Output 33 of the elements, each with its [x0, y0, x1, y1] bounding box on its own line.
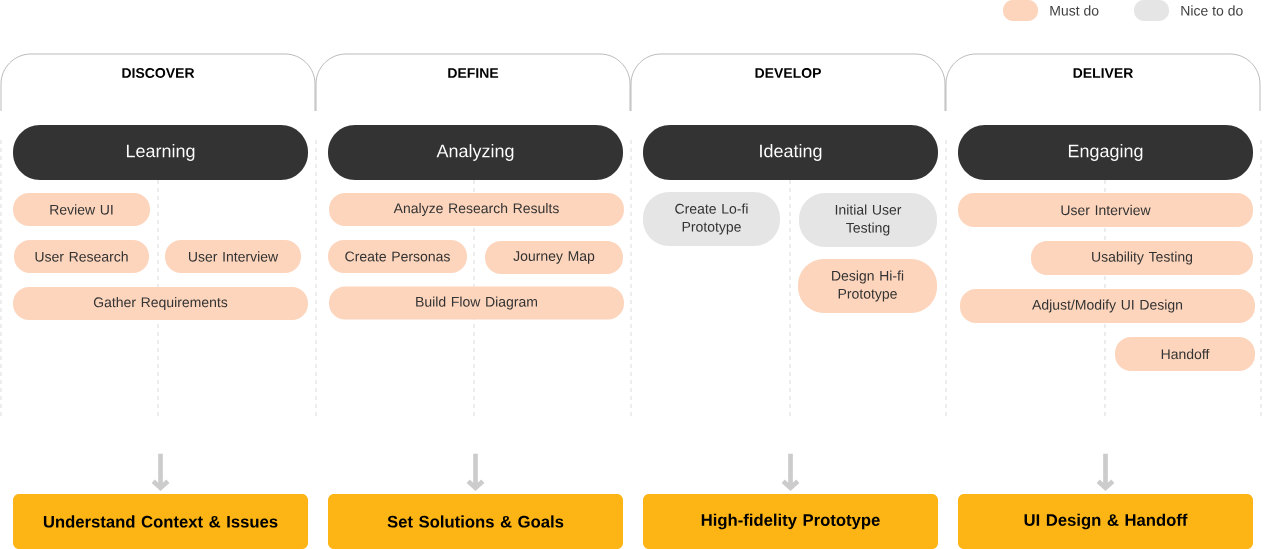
task-pill: User Interview: [958, 193, 1253, 227]
stage-pill: Engaging: [958, 125, 1253, 180]
task-pill: Create Personas: [328, 240, 467, 273]
task-pill: Create Lo-fi Prototype: [643, 192, 780, 246]
phase-tab: DEFINE: [315, 53, 631, 112]
stage-pill: Analyzing: [328, 125, 623, 180]
down-arrow: [781, 453, 800, 492]
stage-pill: Learning: [13, 125, 308, 180]
legend-label: Nice to do: [1181, 5, 1243, 16]
down-arrow: [466, 453, 485, 492]
outcome-box: Understand Context & Issues: [13, 494, 308, 549]
task-pill: Handoff: [1115, 337, 1255, 371]
task-pill: Analyze Research Results: [329, 193, 624, 226]
task-pill: Design Hi-fi Prototype: [798, 259, 937, 313]
task-pill: Journey Map: [485, 241, 623, 274]
stage-pill: Ideating: [643, 125, 938, 180]
outcome-box: UI Design & Handoff: [958, 494, 1253, 549]
phase-tab: DELIVER: [945, 53, 1261, 112]
legend-label: Must do: [1050, 5, 1099, 16]
outcome-box: High-fidelity Prototype: [643, 494, 938, 549]
task-pill: Gather Requirements: [13, 287, 308, 320]
task-pill: Review UI: [13, 193, 150, 226]
task-pill: Build Flow Diagram: [329, 286, 624, 320]
down-arrow: [151, 453, 170, 492]
task-pill: Initial User Testing: [799, 193, 937, 247]
phase-tab: DEVELOP: [630, 53, 946, 112]
task-pill: Adjust/Modify UI Design: [960, 289, 1255, 323]
task-pill: User Research: [14, 240, 149, 273]
down-arrow: [1096, 453, 1115, 492]
phase-tab: DISCOVER: [0, 53, 316, 112]
outcome-box: Set Solutions & Goals: [328, 494, 623, 549]
task-pill: Usability Testing: [1031, 241, 1253, 275]
task-pill: User Interview: [165, 240, 301, 273]
